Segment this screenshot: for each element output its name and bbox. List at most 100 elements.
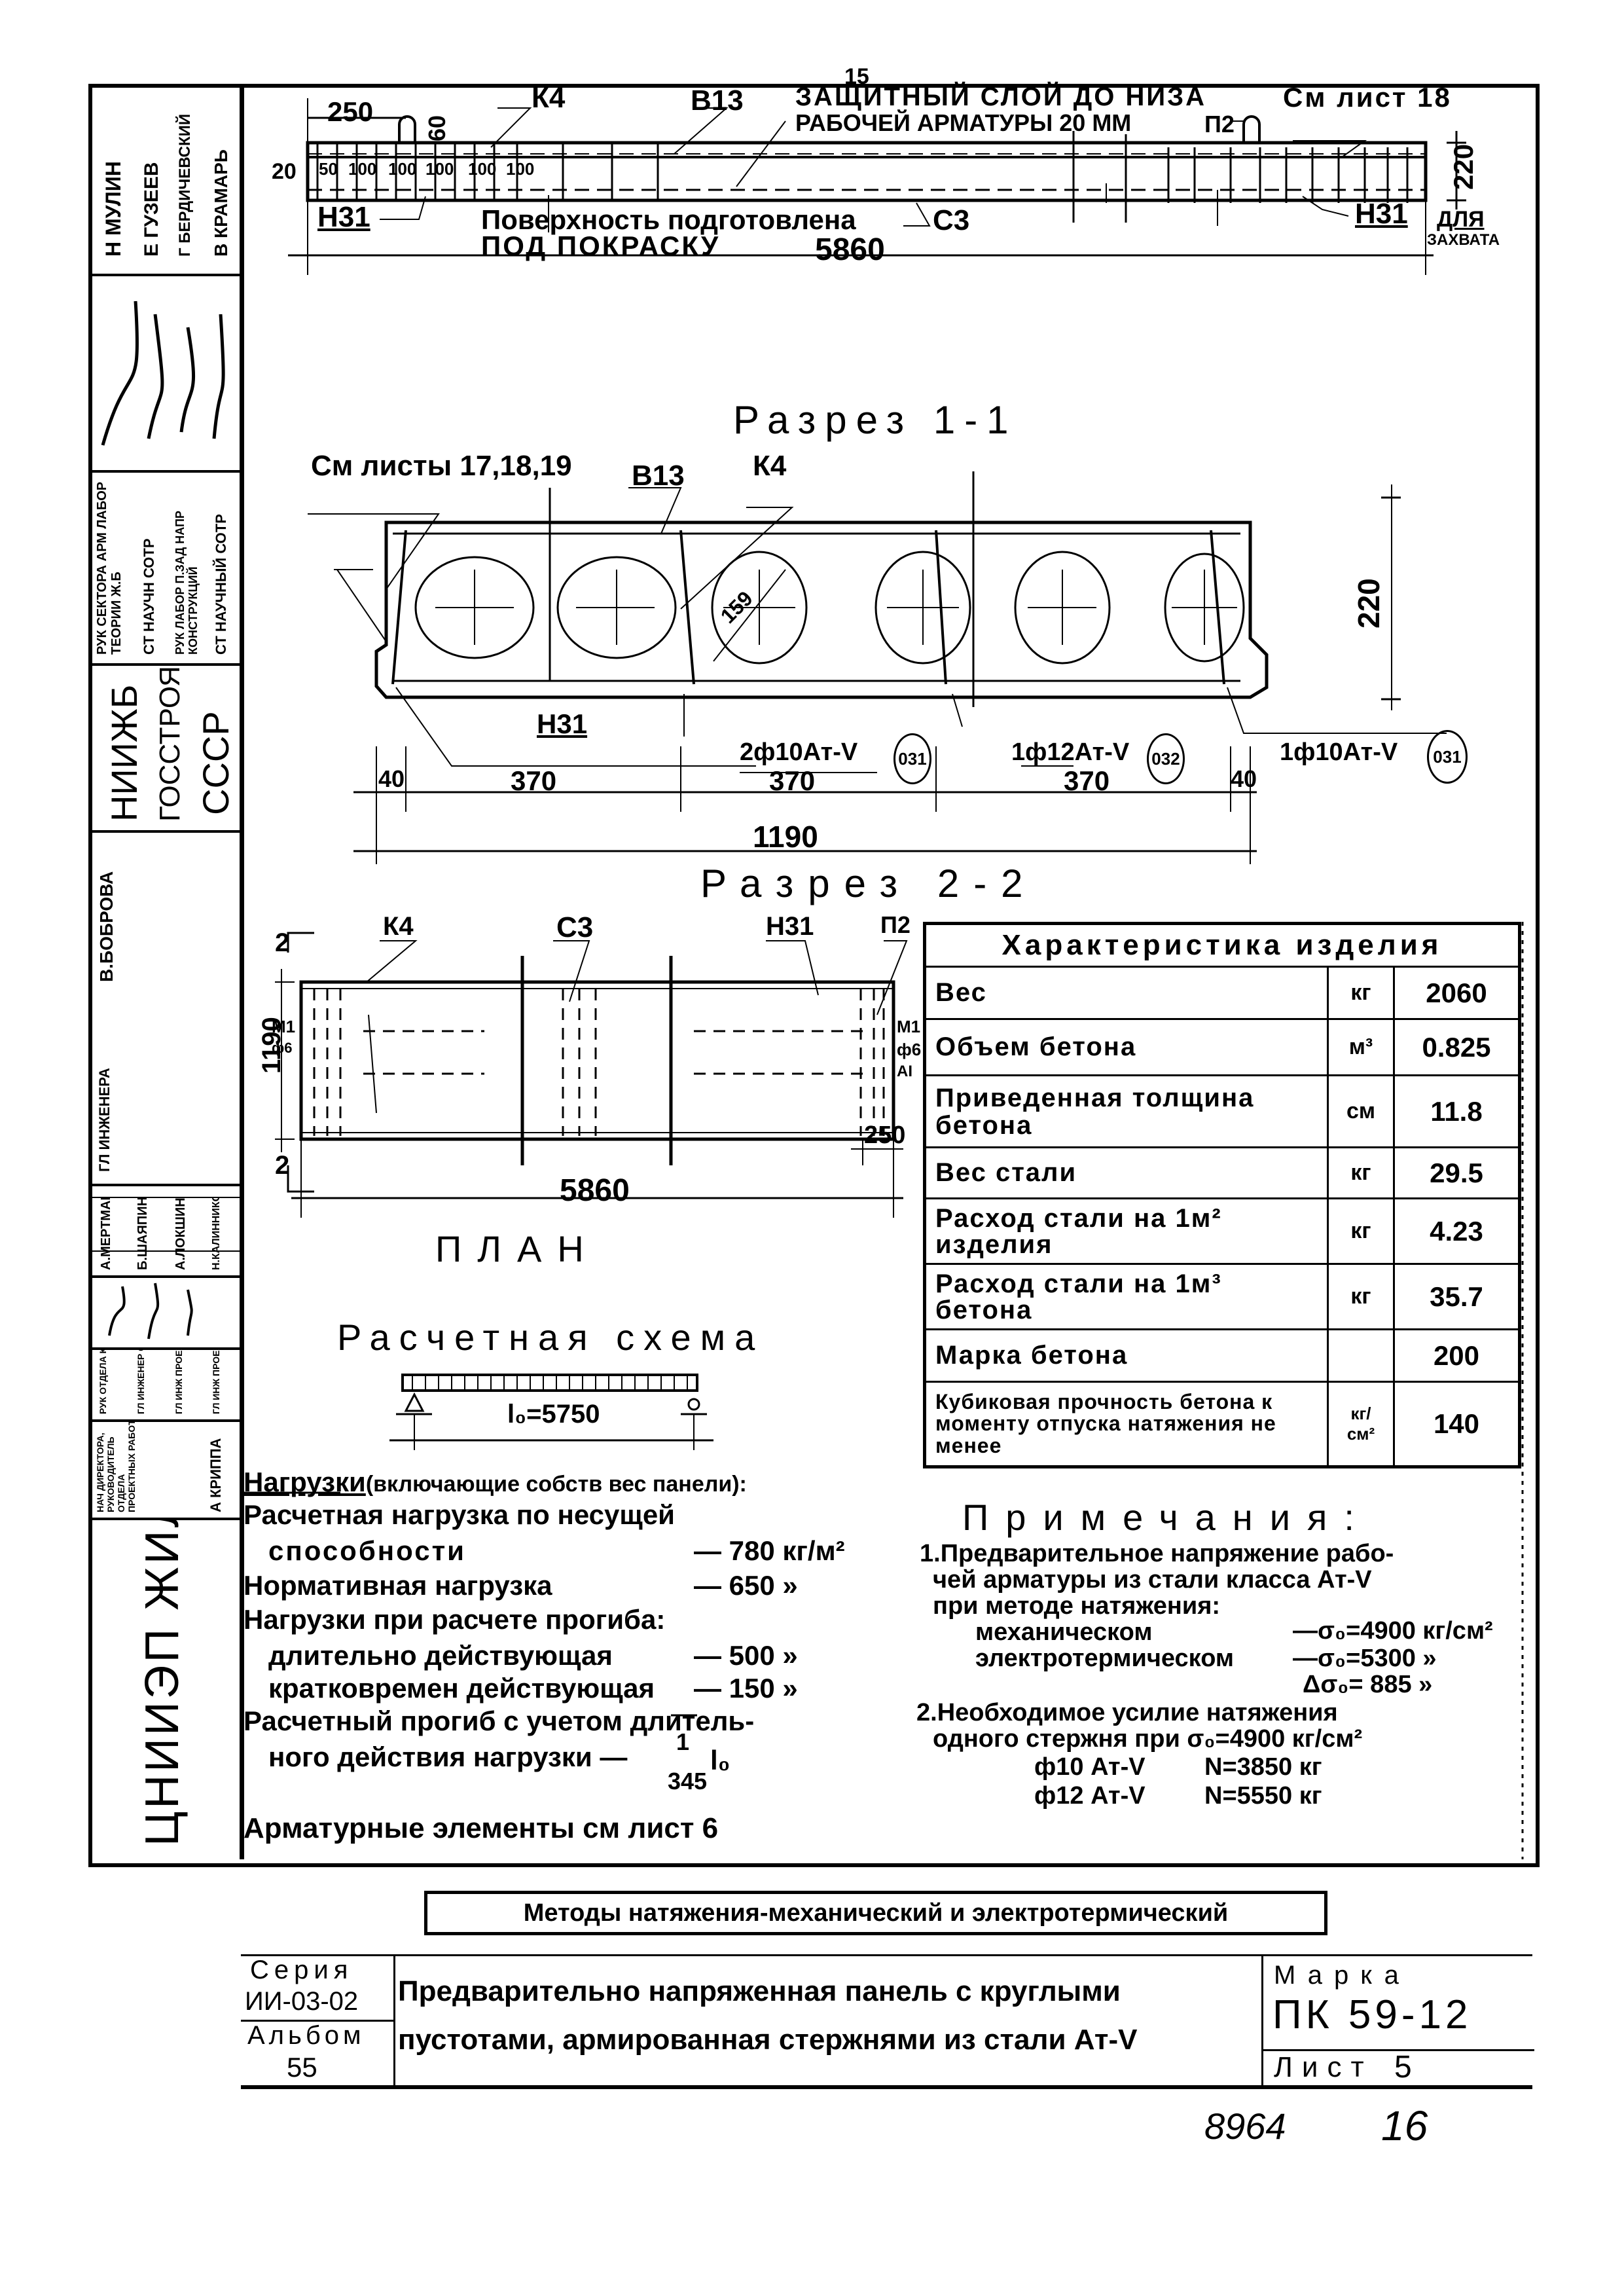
plan-cut-2-top: 2: [275, 928, 290, 957]
rebar-label-1: 2ф10Ат-V: [740, 738, 858, 766]
stamp-names-mid-2: А.МЕРТМАН Б.ШАЯПИН А.ЛОКШИН Н.КАЛИННИКОВ…: [88, 1197, 241, 1278]
load-value: — 500 »: [694, 1640, 798, 1671]
label-n31-right: Н31: [1355, 198, 1408, 230]
label-v13: В13: [691, 84, 744, 117]
table-header-row: Характеристика изделия: [924, 922, 1521, 968]
dim-20: 20: [272, 159, 297, 184]
for-lifting-1: ДЛЯ: [1437, 207, 1485, 232]
label-k4: К4: [532, 82, 566, 114]
rebar-mark-3: 031: [1427, 730, 1468, 784]
dim-100: 100: [506, 159, 535, 179]
characteristics-title: Характеристика изделия: [924, 922, 1521, 968]
sheet-value: 5: [1394, 2050, 1412, 2085]
table-row: Марка бетона 200: [924, 1328, 1521, 1383]
signature-scribbles: [101, 301, 225, 446]
loads-heading-note: (включающие собств вес панели):: [365, 1472, 747, 1497]
surface-note-line1: Поверхность подготовлена: [481, 204, 856, 235]
characteristics-table: Характеристика изделия Вес кг 2060 Объем…: [923, 922, 1521, 1468]
plan-a1-right: АI: [897, 1063, 912, 1080]
dim-250: 250: [327, 96, 374, 127]
stamp-low: НАЧ ДИРЕКТОРА, РУКОВОДИТЕЛЬ ОТДЕЛА ПРОЕК…: [88, 1419, 241, 1520]
label-c3: С3: [933, 204, 970, 236]
surface-note-line2: ПОД ПОКРАСКУ: [481, 230, 721, 261]
dim-370-1: 370: [511, 765, 557, 796]
row-unit: см: [1327, 1074, 1395, 1148]
row-unit: кг/см²: [1327, 1381, 1395, 1468]
dim-50: 50: [319, 159, 338, 179]
rebar-elements-note: Арматурные элементы см лист 6: [244, 1812, 719, 1844]
label-n31-left: Н31: [317, 201, 370, 233]
section-label-n31: Н31: [537, 708, 588, 739]
drawing-frame: [88, 84, 1540, 1867]
side-stamp: Н МУЛИН Е ГУЗЕЕВ Г БЕРДИЧЕВСКИЙ В КРАМАР…: [88, 84, 244, 1859]
table-row: Кубиковая прочность бетона к моменту отп…: [924, 1381, 1521, 1468]
plan-label-k4: К4: [383, 912, 414, 941]
plan-cut-2-bottom: 2: [275, 1151, 290, 1180]
plan-label-c3: С3: [556, 911, 594, 943]
load-line: кратковремен действующая: [268, 1673, 655, 1704]
loads-heading: Нагрузки(включающие собств вес панели):: [244, 1467, 747, 1498]
stamp-institute: НИИЖБ ГОССТРОЯ СССР: [88, 663, 241, 833]
see-sheet-18: См лист 18: [1283, 82, 1452, 113]
plan-label-p2: П2: [880, 911, 911, 938]
row-name: Объем бетона: [924, 1018, 1329, 1076]
deflection-suffix: l₀: [710, 1745, 731, 1776]
plan-end-dim: 250: [864, 1121, 906, 1149]
plan-title: ПЛАН: [435, 1228, 600, 1269]
section-label-k4: К4: [753, 450, 787, 482]
section-total-width: 1190: [753, 820, 818, 854]
sheet-label: Лист: [1274, 2051, 1373, 2083]
table-row: Вес стали кг 29.5: [924, 1146, 1521, 1199]
note2-line: 2.Необходимое усилие натяжения: [916, 1699, 1338, 1726]
note2-force: N=3850 кг: [1204, 1753, 1322, 1781]
rebar-mark-1: 031: [893, 733, 931, 784]
note2-force: N=5550 кг: [1204, 1782, 1322, 1810]
protective-layer-line1: ЗАЩИТНЫЙ СЛОЙ ДО НИЗА: [795, 82, 1207, 111]
album-label: Альбом: [247, 2021, 365, 2050]
stamp-roles-mid: РУК ОТДЕЛА КОНСТРУКЦИЙ ГЛ ИНЖЕНЕР ОТДЕЛА…: [88, 1347, 241, 1422]
rebar-mark-2: 032: [1147, 733, 1185, 784]
notes-title: Примечания:: [962, 1497, 1371, 1538]
row-unit: [1327, 1328, 1395, 1383]
mark-value: ПК 59-12: [1272, 1992, 1472, 2037]
plan-m1-left: М1: [272, 1017, 296, 1036]
description-line2: пустотами, армированная стержнями из ста…: [398, 2024, 1138, 2056]
load-value: — 780 кг/м²: [694, 1535, 845, 1566]
mark-cell: Марка ПК 59-12: [1261, 1954, 1534, 2051]
description-line1: Предварительно напряженная панель с круг…: [398, 1975, 1121, 2007]
note2-bar: ф12 Ат-V: [1034, 1782, 1146, 1810]
note1-value: —σ₀=4900 кг/см²: [1293, 1617, 1493, 1645]
dim-40-left: 40: [378, 765, 405, 792]
load-line: Нормативная нагрузка: [244, 1570, 552, 1601]
design-span: l₀=5750: [507, 1400, 600, 1429]
row-value: 11.8: [1393, 1074, 1521, 1148]
note1-line: при методе натяжения:: [933, 1592, 1221, 1620]
load-value: — 650 »: [694, 1570, 798, 1601]
stamp-roles-top: РУК СЕКТОРА АРМ ЛАБОР ТЕОРИИ Ж.Б СТ НАУЧ…: [88, 470, 241, 666]
table-row: Расход стали на 1м² изделия кг 4.23: [924, 1197, 1521, 1265]
table-row: Объем бетона м³ 0.825: [924, 1018, 1521, 1076]
see-sheets-17-18-19: См листы 17,18,19: [311, 450, 572, 482]
stamp-signatures-mid: [88, 1275, 241, 1350]
dim-100: 100: [425, 159, 454, 179]
dim-40-right: 40: [1231, 765, 1257, 792]
row-unit: кг: [1327, 1197, 1395, 1265]
deflection-numerator: 1: [676, 1728, 690, 1755]
stamp-signatures-top: [88, 274, 241, 473]
note1-label: электротермическом: [975, 1645, 1235, 1672]
section-label-v13: В13: [632, 460, 685, 492]
deflection-denominator: 345: [668, 1768, 708, 1795]
load-line: способности: [268, 1535, 467, 1566]
signature-scribbles: [108, 1283, 193, 1339]
dim-370-2: 370: [769, 765, 816, 796]
series-label: Серия: [250, 1956, 353, 1984]
rebar-label-3: 1ф10Ат-V: [1280, 738, 1398, 766]
note2-bar: ф10 Ат-V: [1034, 1753, 1146, 1781]
series-cell: Серия ИИ-03-02: [241, 1954, 395, 2022]
row-value: 2060: [1393, 966, 1521, 1020]
for-lifting-2: ЗАХВАТА: [1427, 231, 1500, 249]
plan-m1-right: М1: [897, 1017, 921, 1036]
elevation-height: 220: [1448, 143, 1479, 190]
section-2-2-title: Разрез 2-2: [700, 862, 1038, 905]
